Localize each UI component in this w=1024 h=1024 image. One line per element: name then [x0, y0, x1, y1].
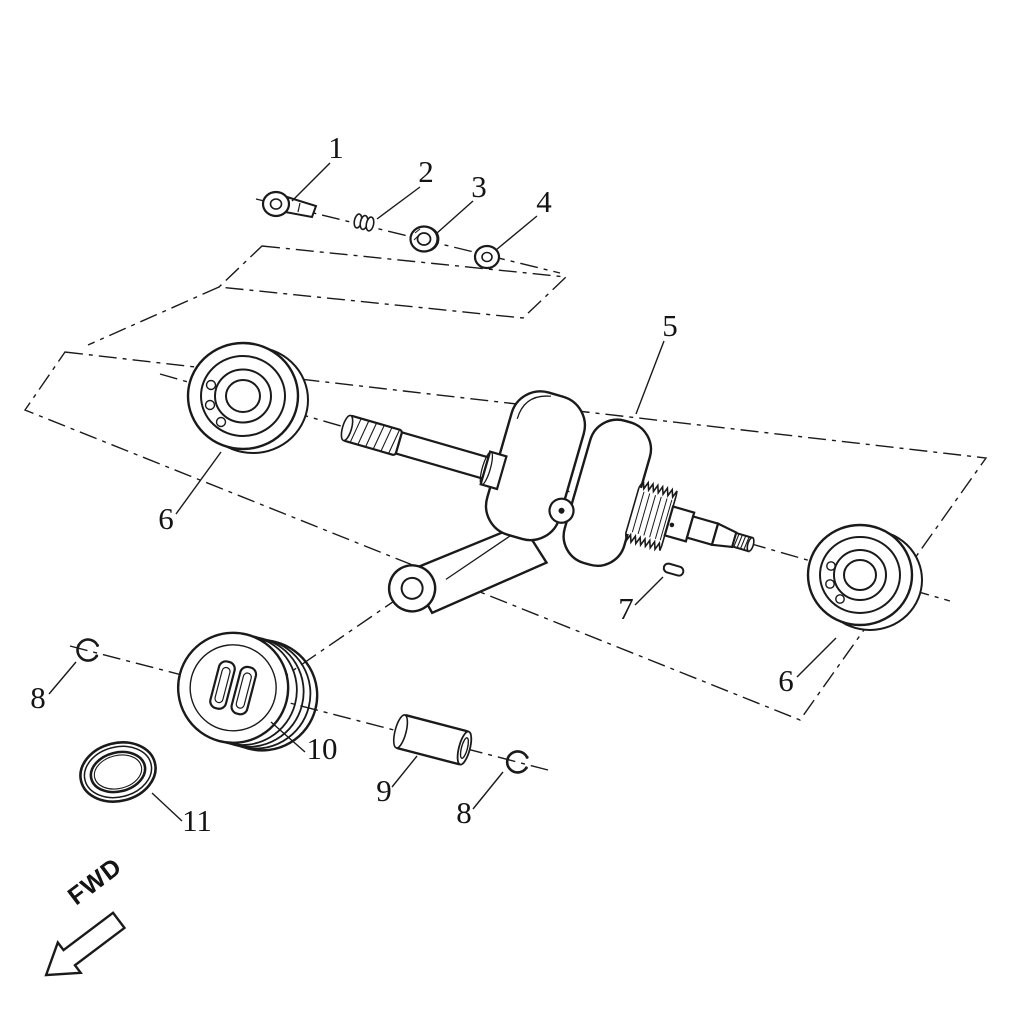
- callout-10-label: 10: [307, 731, 338, 766]
- part-3-nut: [409, 225, 440, 253]
- callout-8-left-label: 8: [30, 680, 46, 715]
- circlip-left: [76, 638, 99, 662]
- callout-6-right: 6: [778, 637, 837, 698]
- callout-8-right: 8: [456, 771, 504, 830]
- connecting-rod: [407, 522, 549, 615]
- callout-5-label: 5: [662, 308, 678, 343]
- crank-right-shaft: [663, 505, 755, 553]
- part-4-washer: [473, 244, 501, 270]
- piston-pin: [392, 714, 473, 766]
- circlip-right: [505, 750, 529, 774]
- callout-3-label: 3: [471, 169, 487, 204]
- main-assembly-box-outline: [23, 351, 988, 721]
- callout-1-label: 1: [328, 130, 344, 165]
- fwd-indicator: FWD: [44, 852, 128, 977]
- callout-9: 9: [376, 755, 418, 808]
- callout-11-label: 11: [182, 803, 212, 838]
- callout-2: 2: [376, 154, 434, 220]
- crank-gear-teeth: [624, 478, 678, 552]
- callout-7-label: 7: [618, 591, 634, 626]
- callout-11: 11: [151, 792, 212, 838]
- callout-6-left-label: 6: [158, 501, 174, 536]
- piston-assembly: [76, 631, 529, 774]
- callout-1: 1: [291, 130, 344, 202]
- callout-6-left: 6: [158, 451, 222, 536]
- oil-seal: [79, 741, 157, 803]
- fwd-label: FWD: [63, 852, 128, 910]
- bearing-left: [186, 341, 309, 454]
- callouts: 1 2 3 4 5 6 6 7: [30, 130, 837, 838]
- callout-7: 7: [618, 576, 664, 626]
- callout-3: 3: [436, 169, 487, 234]
- callout-8-left: 8: [30, 661, 77, 715]
- part-1-shaft-fitting: [261, 190, 318, 219]
- callout-5: 5: [635, 308, 678, 415]
- callout-4-label: 4: [536, 184, 552, 219]
- callout-10: 10: [270, 721, 338, 766]
- callout-4: 4: [495, 184, 552, 251]
- callout-6-right-label: 6: [778, 663, 794, 698]
- crankshaft: [340, 390, 755, 615]
- subassembly-box-outline: [87, 245, 568, 346]
- callout-8-right-label: 8: [456, 795, 472, 830]
- piston: [176, 631, 319, 752]
- woodruff-key: [662, 562, 685, 577]
- callout-2-label: 2: [418, 154, 434, 189]
- callout-9-label: 9: [376, 773, 392, 808]
- fwd-arrow-icon: [44, 911, 127, 977]
- part-2-spring-washer: [353, 213, 375, 232]
- bearing-right: [806, 523, 923, 631]
